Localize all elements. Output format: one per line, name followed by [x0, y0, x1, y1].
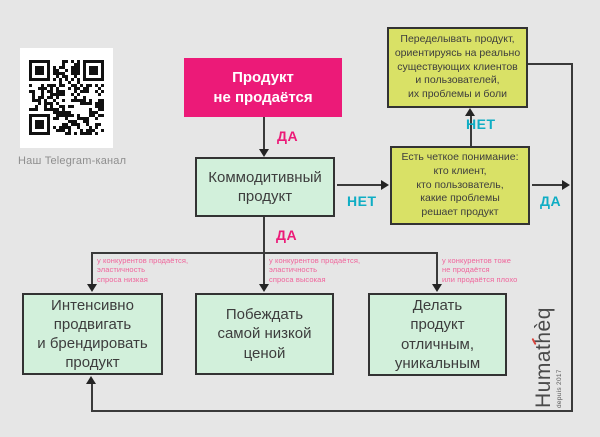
- connector-understanding-redo: [470, 116, 472, 146]
- note-competitors-not-selling: у конкурентов тоже не продаётся или прод…: [442, 256, 518, 284]
- connector-commodity-branch: [263, 217, 265, 253]
- arrowhead-start-commodity: [259, 149, 269, 157]
- node-commodity-product: Коммодитивный продукт: [195, 157, 335, 217]
- connector-branch-left: [91, 252, 93, 284]
- label-yes-commodity: ДА: [276, 227, 298, 243]
- node-win-lowest-price: Побеждать самой низкой ценой: [195, 293, 334, 375]
- arrowhead-feedback-promote: [86, 376, 96, 384]
- connector-understanding-right: [532, 184, 562, 186]
- arrowhead-branch-right: [432, 284, 442, 292]
- brand-name: Humathèq: [532, 307, 555, 408]
- node-make-product-unique: Делать продукт отличным, уникальным: [368, 293, 507, 376]
- connector-commodity-understanding: [337, 184, 381, 186]
- node-clear-understanding: Есть четкое понимание: кто клиент, кто п…: [390, 146, 530, 225]
- qr-code: [20, 48, 113, 148]
- connector-redo-right: [528, 63, 573, 65]
- label-yes-understanding: ДА: [540, 193, 562, 209]
- arrowhead-branch-left: [87, 284, 97, 292]
- note-competitors-low-elasticity: у конкурентов продаётся, эластичность сп…: [97, 256, 189, 284]
- arrowhead-understanding-right: [562, 180, 570, 190]
- label-yes-start: ДА: [277, 128, 299, 144]
- arrowhead-understanding-redo: [465, 108, 475, 116]
- telegram-channel-caption: Наш Telegram-канал: [18, 155, 127, 167]
- arrowhead-branch-middle: [259, 284, 269, 292]
- node-product-not-selling: Продукт не продаётся: [184, 58, 342, 117]
- note-competitors-high-elasticity: у конкурентов продаётся, эластичность сп…: [269, 256, 361, 284]
- connector-right-vertical: [571, 63, 573, 412]
- label-no-commodity: НЕТ: [347, 193, 377, 209]
- connector-branch-right: [436, 252, 438, 284]
- brand-logo: Humathèq depuis 2017: [531, 307, 567, 408]
- label-no-understanding: НЕТ: [466, 116, 496, 132]
- node-promote-brand: Интенсивно продвигать и брендировать про…: [22, 293, 163, 375]
- node-redo-product: Переделывать продукт, ориентируясь на ре…: [387, 27, 528, 108]
- connector-start-commodity: [263, 117, 265, 149]
- qr-code-image: [29, 60, 104, 135]
- connector-bottom-horizontal: [91, 410, 573, 412]
- connector-branch-middle: [263, 252, 265, 284]
- arrowhead-commodity-understanding: [381, 180, 389, 190]
- connector-feedback-up: [91, 384, 93, 411]
- brand-since: depuis 2017: [556, 369, 563, 408]
